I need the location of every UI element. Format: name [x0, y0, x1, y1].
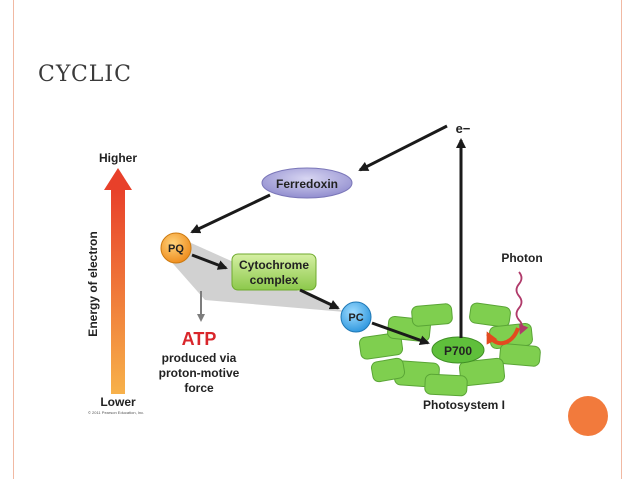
p700-node — [431, 336, 485, 364]
atp-text-line1: produced via — [162, 351, 237, 365]
slide-frame-left — [13, 0, 14, 479]
copyright-text: © 2011 Pearson Education, Inc. — [88, 410, 144, 415]
excitation-arrow — [486, 327, 520, 345]
cytochrome-label-line1: Cytochrome — [239, 258, 309, 272]
arrow-ferredoxin-to-pq — [190, 193, 271, 234]
slide-title: CYCLIC — [38, 62, 132, 87]
ferredoxin-node — [261, 167, 353, 199]
arrow-electron-to-ferredoxin — [358, 124, 448, 172]
atp-label: ATP — [182, 329, 217, 349]
cytochrome-node — [231, 253, 317, 291]
pq-node — [160, 232, 192, 264]
photon-label: Photon — [501, 251, 542, 265]
axis-top-label: Higher — [99, 151, 137, 165]
ferredoxin-label: Ferredoxin — [276, 177, 338, 191]
axis-bottom-label: Lower — [100, 395, 136, 409]
atp-text-line3: force — [184, 381, 214, 395]
axis-title: Energy of electron — [86, 231, 100, 336]
energy-arrow — [104, 168, 132, 394]
cytochrome-label-line2: complex — [250, 273, 299, 287]
p700-label: P700 — [444, 344, 472, 358]
photon-wave-icon — [515, 271, 529, 335]
electron-label: e− — [456, 121, 471, 136]
pc-label: PC — [348, 312, 363, 324]
pq-label: PQ — [168, 243, 184, 255]
arrow-pq-to-cytochrome — [191, 253, 228, 270]
arrow-pc-to-p700 — [371, 321, 430, 346]
photosystem-label: Photosystem I — [423, 398, 505, 412]
slide-frame-right — [621, 0, 622, 479]
pc-node — [340, 301, 372, 333]
photosystem-cluster — [358, 302, 541, 397]
atp-text-line2: proton-motive — [159, 366, 240, 380]
arrow-cytochrome-to-pc — [299, 288, 340, 310]
decorative-circle — [568, 396, 608, 436]
